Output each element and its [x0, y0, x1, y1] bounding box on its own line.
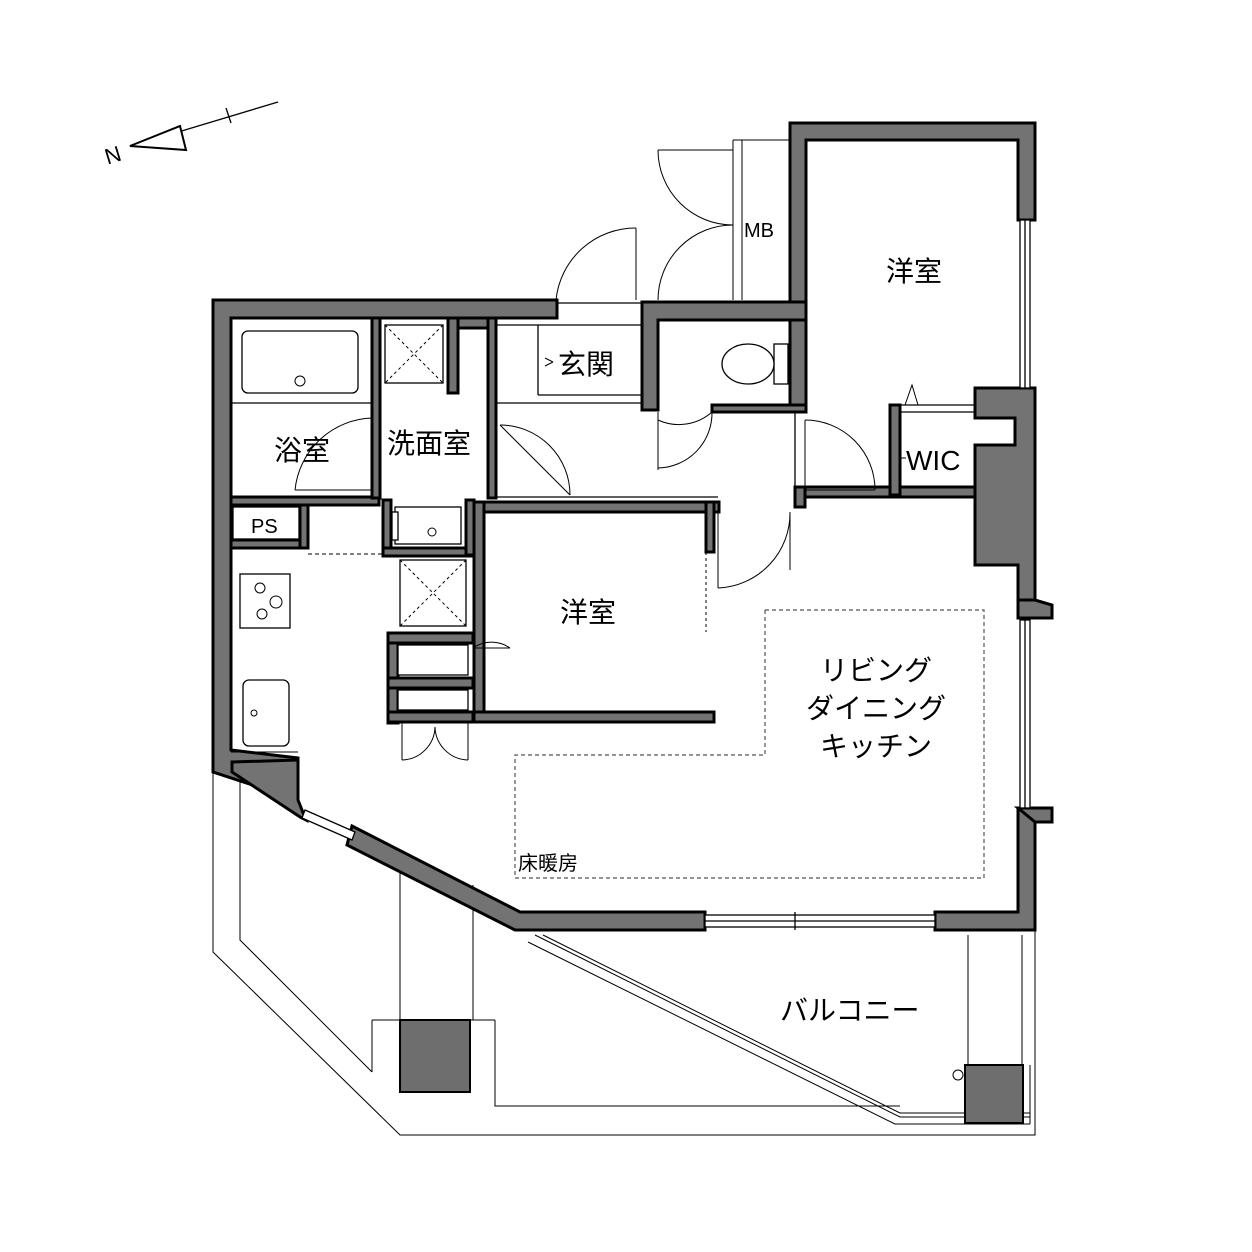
entrance-label: 玄関: [558, 349, 614, 380]
compass: N: [102, 101, 279, 170]
sink-icon: [242, 679, 290, 747]
meter-box-label: MB: [744, 220, 774, 242]
fridge-space-icon: [399, 559, 467, 627]
stove-icon: [239, 573, 291, 629]
north-label: N: [102, 141, 125, 170]
interior-lines: [231, 139, 975, 761]
pipe-space-label: PS: [251, 516, 278, 538]
bathroom-label: 浴室: [274, 435, 330, 466]
toilet-icon: [721, 343, 775, 385]
balcony-label: バルコニー: [780, 995, 919, 1026]
room-labels: 洋室 MB 玄関 浴室 洗面室 WIC PS 洋室 リビング ダイニング キッチ…: [251, 220, 960, 1026]
floor-heating-label: 床暖房: [518, 852, 578, 875]
washroom-label: 洗面室: [387, 428, 471, 459]
western-room-center-label: 洋室: [560, 597, 616, 628]
basin-icon: [394, 506, 462, 545]
ldk-label-line1: リビング: [820, 655, 932, 686]
western-room-north-label: 洋室: [886, 256, 942, 287]
walk-in-closet-label: WIC: [906, 445, 960, 476]
ldk-label-line2: ダイニング: [806, 693, 946, 724]
bathtub-icon: [241, 330, 359, 394]
balcony-pillar-left: [399, 1019, 471, 1093]
exterior-walls: [211, 121, 1054, 932]
north-arrow-icon: [129, 124, 188, 152]
toilet-tank-icon: [773, 343, 789, 385]
balcony-pillar-right: [964, 1064, 1024, 1124]
floor-heating-zone: [514, 609, 985, 879]
ldk-label-line3: キッチン: [820, 731, 932, 762]
fixtures: [232, 324, 789, 747]
interior-walls: [229, 316, 977, 725]
windows: [301, 219, 1031, 930]
